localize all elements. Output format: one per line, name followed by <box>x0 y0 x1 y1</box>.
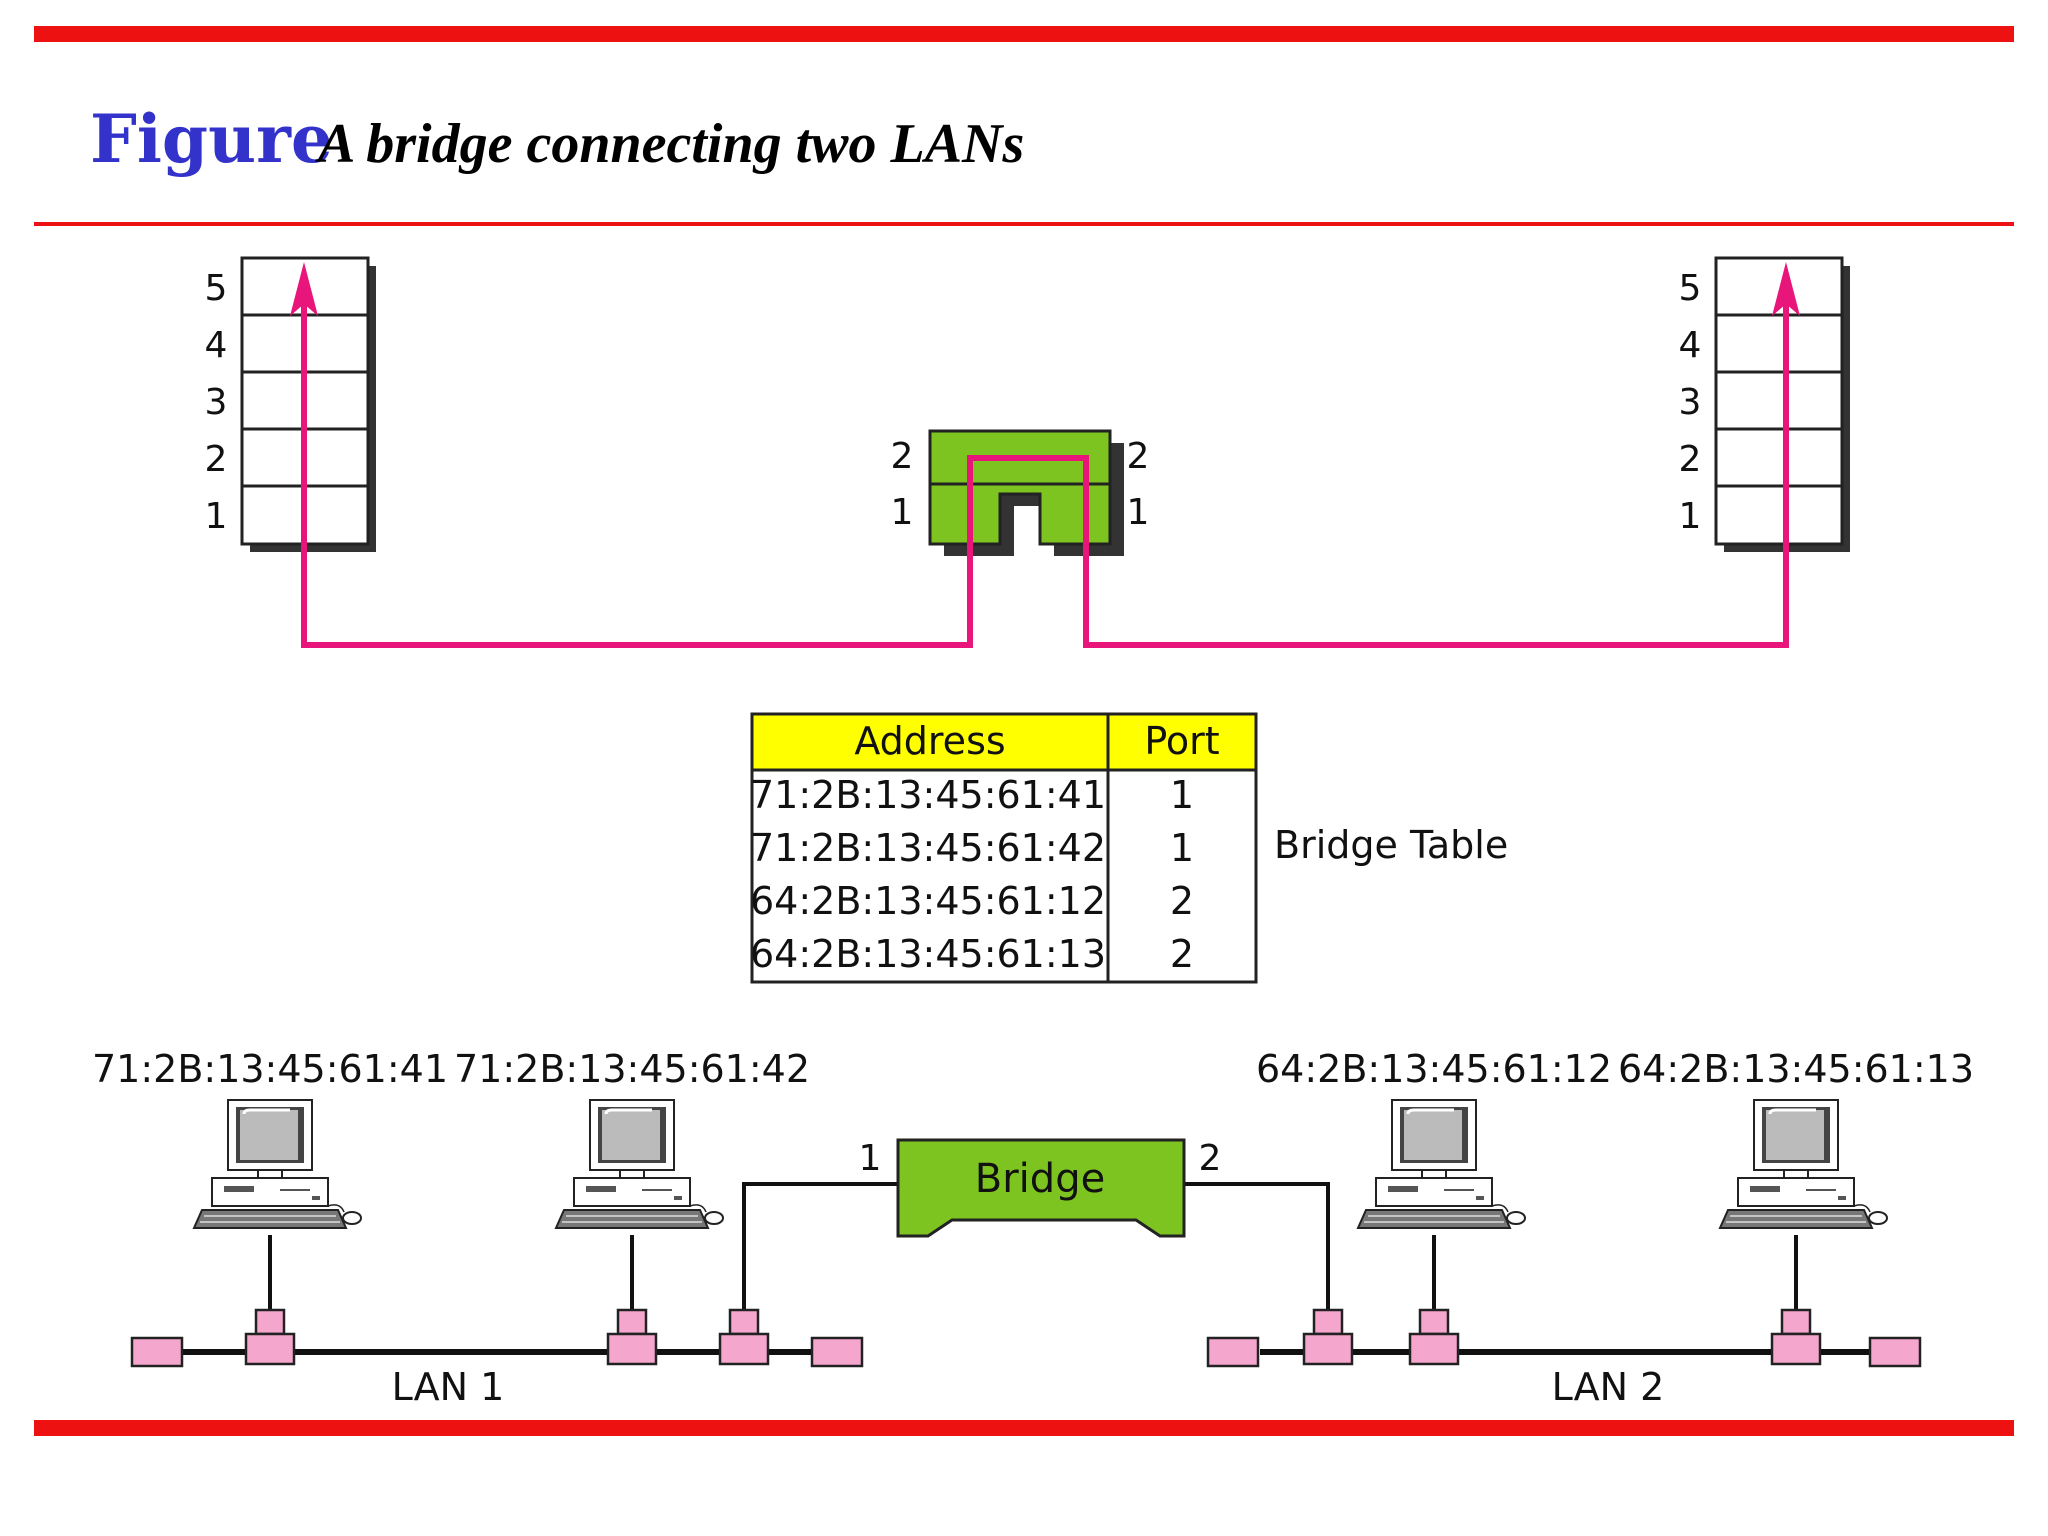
lan-tap <box>1770 1308 1822 1366</box>
computer-icon <box>192 1098 363 1230</box>
station-address-label: 71:2B:13:45:61:42 <box>454 1047 810 1091</box>
table-cell-port: 1 <box>1170 826 1194 870</box>
table-cell-address: 64:2B:13:45:61:13 <box>750 932 1106 976</box>
station-address-label: 71:2B:13:45:61:41 <box>92 1047 448 1091</box>
layer-label: 3 <box>205 382 228 423</box>
bridge-link-lan2 <box>1184 1182 1330 1310</box>
bridge-right-port-layer: 1 <box>1127 492 1150 533</box>
bridge-layer-stack: 2 1 2 1 <box>891 429 1150 556</box>
bridge-device: Bridge <box>896 1138 1186 1238</box>
figure-caption: A bridge connecting two LANs <box>315 113 1024 175</box>
layer-label: 1 <box>205 496 228 537</box>
lan2-label: LAN 2 <box>1552 1365 1665 1409</box>
layer-label: 2 <box>205 439 228 480</box>
bridge-left-port-layer: 2 <box>891 436 914 477</box>
layer-label: 4 <box>1679 325 1702 366</box>
lan-terminator <box>1868 1336 1922 1368</box>
lan-terminator <box>810 1336 864 1368</box>
station-address-label: 64:2B:13:45:61:12 <box>1256 1047 1612 1091</box>
top-rule <box>34 26 2014 42</box>
lan-tap <box>1302 1308 1354 1366</box>
lan-tap <box>1408 1308 1460 1366</box>
bridge-link-lan1 <box>742 1182 898 1310</box>
lan-terminator <box>130 1336 184 1368</box>
table-cell-address: 71:2B:13:45:61:41 <box>750 773 1106 817</box>
bridge-table-label: Bridge Table <box>1274 823 1508 867</box>
arrowhead-right <box>1772 262 1800 316</box>
table-cell-port: 2 <box>1170 932 1194 976</box>
table-cell-port: 2 <box>1170 879 1194 923</box>
layer-label: 5 <box>1679 268 1702 309</box>
right-protocol-stack: 5 4 3 2 1 <box>1679 256 1850 552</box>
arrowhead-left <box>290 262 318 316</box>
bridge-right-port-layer: 2 <box>1127 436 1150 477</box>
computer-icon <box>1356 1098 1527 1230</box>
layer-label: 1 <box>1679 496 1702 537</box>
title-rule <box>34 222 2014 226</box>
bottom-rule <box>34 1420 2014 1436</box>
lan-tap <box>244 1308 296 1366</box>
bridge-table: Address Port 71:2B:13:45:61:41 1 71:2B:1… <box>750 712 1258 984</box>
table-cell-address: 64:2B:13:45:61:12 <box>750 879 1106 923</box>
frame-path <box>301 296 1789 648</box>
lan-terminator <box>1206 1336 1260 1368</box>
figure-label: Figure <box>90 100 333 178</box>
table-header-port: Port <box>1144 719 1219 763</box>
table-header-address: Address <box>854 719 1005 763</box>
lan-tap <box>718 1308 770 1366</box>
computer-icon <box>554 1098 725 1230</box>
layer-label: 3 <box>1679 382 1702 423</box>
layer-label: 5 <box>205 268 228 309</box>
left-protocol-stack: 5 4 3 2 1 <box>205 256 376 552</box>
station-address-label: 64:2B:13:45:61:13 <box>1618 1047 1974 1091</box>
layer-label: 2 <box>1679 439 1702 480</box>
lan1-label: LAN 1 <box>392 1365 505 1409</box>
bridge-label: Bridge <box>975 1156 1105 1202</box>
table-cell-port: 1 <box>1170 773 1194 817</box>
bridge-left-port-layer: 1 <box>891 492 914 533</box>
table-cell-address: 71:2B:13:45:61:42 <box>750 826 1106 870</box>
bridge-port-label: 1 <box>859 1138 882 1179</box>
computer-icon <box>1718 1098 1889 1230</box>
layer-label: 4 <box>205 325 228 366</box>
lan-tap <box>606 1308 658 1366</box>
bridge-port-label: 2 <box>1199 1138 1222 1179</box>
